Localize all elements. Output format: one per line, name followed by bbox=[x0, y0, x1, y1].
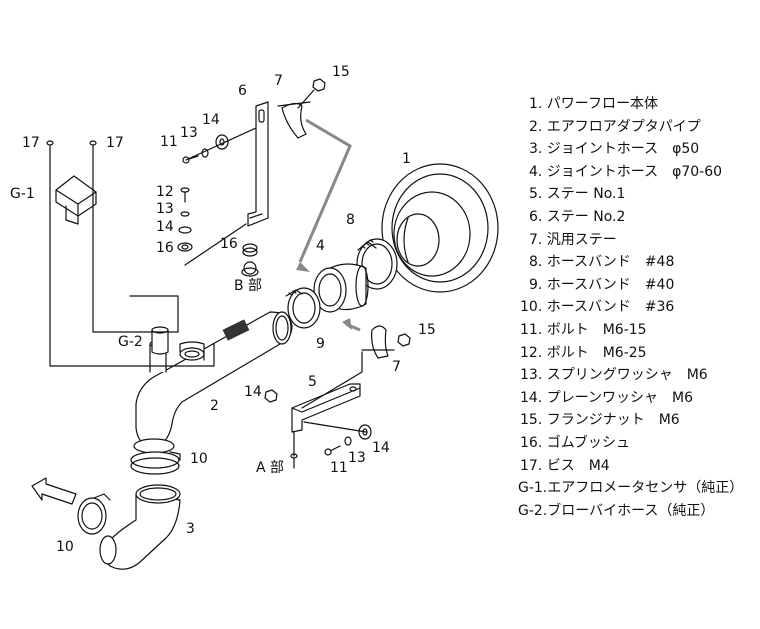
parts-list-item: 10. ホースバンド #36 bbox=[520, 299, 675, 316]
parts-list-item: 6. ステー No.2 bbox=[529, 209, 626, 225]
callout-c4: 4 bbox=[316, 238, 325, 254]
parts-list-item: 13. スプリングワッシャ M6 bbox=[520, 367, 708, 384]
callout-c14b: 14 bbox=[156, 219, 174, 235]
parts-list-item: G-1.エアフロメータセンサ（純正） bbox=[518, 480, 744, 497]
callout-c14c: 14 bbox=[244, 384, 262, 400]
parts-list-item: 4. ジョイントホース φ70-60 bbox=[529, 163, 723, 180]
callout-cg1: G-1 bbox=[10, 186, 35, 202]
callout-cg2: G-2 bbox=[118, 334, 143, 350]
callout-c16a: 16 bbox=[156, 240, 174, 256]
parts-list-item: 2. エアフロアダプタパイプ bbox=[529, 118, 701, 135]
callout-c17a: 17 bbox=[22, 135, 40, 151]
parts-list-item: 11. ボルト M6-15 bbox=[520, 322, 647, 338]
callout-c11a: 11 bbox=[160, 134, 178, 150]
parts-list-item: 5. ステー No.1 bbox=[529, 186, 626, 203]
connection-arrows bbox=[296, 118, 361, 332]
joint-hose-50 bbox=[99, 484, 181, 570]
parts-list-item: 9. ホースバンド #40 bbox=[529, 276, 675, 293]
callout-c14d: 14 bbox=[372, 440, 390, 456]
callout-c10a: 10 bbox=[190, 451, 208, 467]
parts-list-item: G-2.ブローバイホース（純正） bbox=[518, 502, 715, 519]
callout-c16b: 16 bbox=[220, 236, 238, 252]
callout-c10b: 10 bbox=[56, 539, 74, 555]
parts-list-item: 12. ボルト M6-25 bbox=[520, 344, 647, 361]
callout-c11b: 11 bbox=[330, 460, 348, 476]
parts-list-item: 1. パワーフロー本体 bbox=[529, 96, 658, 112]
callout-c14a: 14 bbox=[202, 112, 220, 128]
callout-c13a: 13 bbox=[180, 125, 198, 141]
airflow-meter-sensor bbox=[55, 175, 97, 225]
parts-list-item: 3. ジョイントホース φ50 bbox=[529, 141, 700, 158]
callout-cA: A 部 bbox=[256, 460, 284, 476]
joint-hose-70-60 bbox=[313, 263, 369, 313]
callout-c7a: 7 bbox=[274, 73, 283, 89]
callout-c13b: 13 bbox=[156, 201, 174, 217]
parts-list-item: 14. プレーンワッシャ M6 bbox=[520, 389, 694, 406]
callout-c6: 6 bbox=[238, 83, 247, 99]
universal-stay-upper bbox=[277, 101, 311, 139]
callout-c2: 2 bbox=[210, 398, 219, 414]
hose-band-40 bbox=[285, 287, 321, 329]
callout-c15b: 15 bbox=[418, 322, 436, 338]
callout-c17b: 17 bbox=[106, 135, 124, 151]
parts-list-item: 16. ゴムブッシュ bbox=[520, 435, 630, 451]
power-flow-filter bbox=[381, 163, 499, 293]
callout-c9: 9 bbox=[316, 336, 325, 352]
leader-lines bbox=[49, 89, 367, 457]
parts-list-item: 17. ビス M4 bbox=[520, 457, 610, 474]
hose-band-36-lower bbox=[77, 493, 111, 535]
parts-list-item: 8. ホースバンド #48 bbox=[529, 254, 675, 271]
callout-c13c: 13 bbox=[348, 450, 366, 466]
callout-c1: 1 bbox=[402, 151, 411, 167]
callout-labels: 1234567789101011111213131314141414151516… bbox=[10, 64, 436, 555]
hose-band-36-upper bbox=[130, 451, 181, 475]
callout-c7b: 7 bbox=[392, 359, 401, 375]
parts-list-item: 7. 汎用ステー bbox=[529, 231, 617, 248]
rubber-bush-ring bbox=[243, 261, 257, 275]
callout-c5: 5 bbox=[308, 374, 317, 390]
universal-stay-lower bbox=[361, 325, 395, 359]
callout-c8: 8 bbox=[346, 212, 355, 228]
callout-c15a: 15 bbox=[332, 64, 350, 80]
airflow-direction-arrow bbox=[31, 477, 77, 505]
callout-c12: 12 bbox=[156, 184, 174, 200]
callout-c3: 3 bbox=[186, 521, 195, 537]
callout-cB: B 部 bbox=[234, 278, 262, 294]
stay-no2 bbox=[247, 101, 269, 227]
parts-list-item: 15. フランジナット M6 bbox=[520, 412, 680, 429]
